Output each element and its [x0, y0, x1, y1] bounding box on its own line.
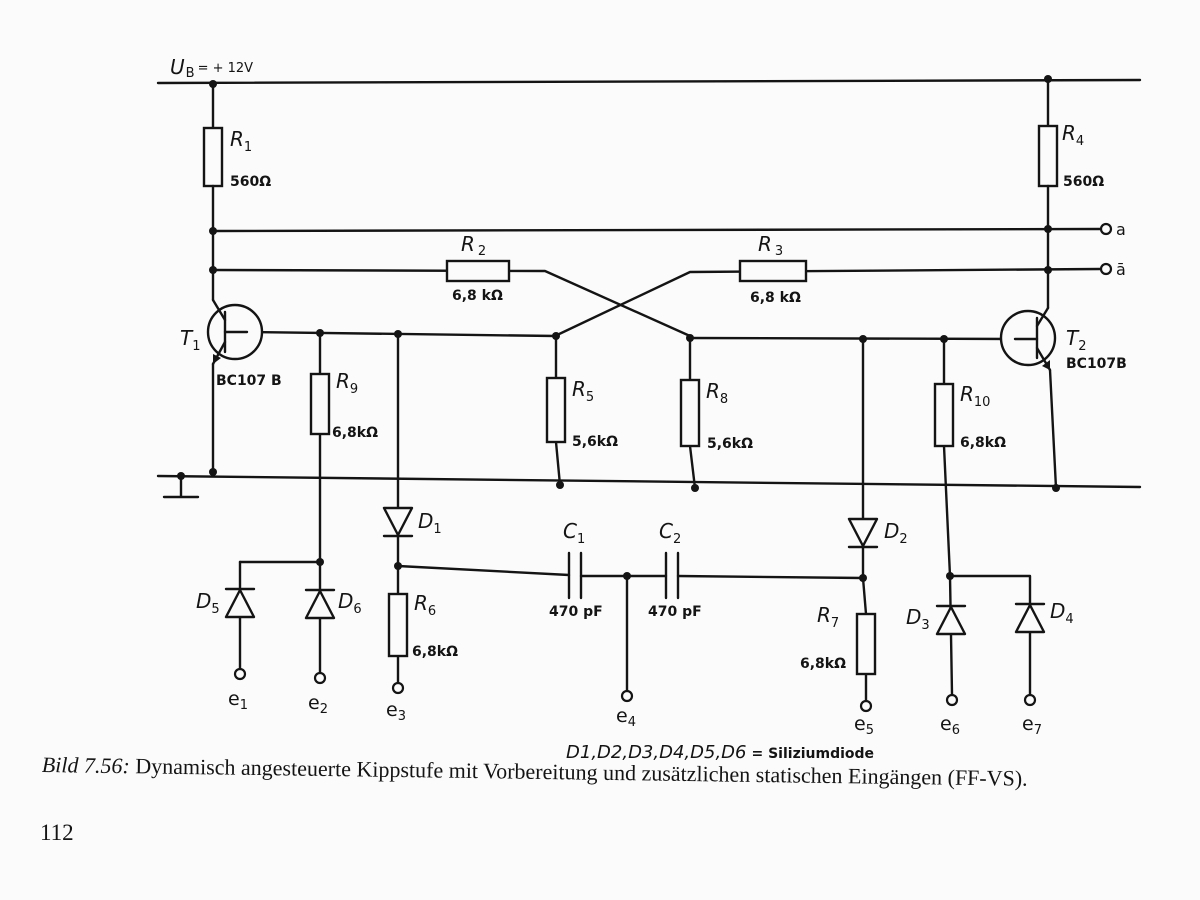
label-r7: R7 — [817, 603, 839, 631]
input-terminal-e5[interactable] — [859, 699, 873, 713]
diode-d1 — [382, 506, 414, 538]
value-r9: 6,8kΩ — [332, 425, 378, 441]
label-e2: e2 — [308, 692, 328, 717]
transistor-t1 — [206, 298, 264, 366]
type-t1: BC107 B — [216, 373, 282, 389]
diode-d6 — [304, 588, 336, 620]
value-r4: 560Ω — [1063, 174, 1104, 190]
resistor-r8 — [679, 378, 701, 448]
resistor-r9 — [309, 372, 331, 436]
label-e5: e5 — [854, 713, 874, 738]
diode-d3 — [935, 604, 967, 636]
value-r6: 6,8kΩ — [412, 644, 458, 660]
resistor-r2 — [445, 259, 511, 283]
diode-d4 — [1014, 602, 1046, 634]
label-e1: e1 — [228, 688, 248, 713]
capacitor-c2 — [664, 551, 680, 600]
label-e3: e3 — [386, 699, 406, 724]
capacitor-c1 — [567, 551, 583, 600]
diode-d5 — [224, 587, 256, 619]
input-terminal-e3[interactable] — [391, 681, 405, 695]
input-terminal-e7[interactable] — [1023, 693, 1037, 707]
input-terminal-e6[interactable] — [945, 693, 959, 707]
label-r4: R4 — [1062, 121, 1084, 149]
label-t2: T2 — [1066, 326, 1087, 354]
label-r10: R10 — [960, 382, 990, 410]
ground-rail — [156, 468, 1142, 499]
input-terminal-e2[interactable] — [313, 671, 327, 685]
value-r3: 6,8 kΩ — [750, 290, 801, 306]
page-number: 112 — [40, 820, 74, 845]
resistor-r1 — [202, 126, 224, 188]
diode-d2 — [847, 517, 879, 549]
label-d1: D1 — [418, 509, 442, 537]
resistor-r3 — [738, 259, 808, 283]
supply-rail — [156, 75, 1142, 88]
output-line-a — [209, 222, 1113, 236]
label-d6: D6 — [338, 589, 362, 617]
value-c2: 470 pF — [648, 604, 702, 620]
resistor-r5 — [545, 376, 567, 444]
value-r2: 6,8 kΩ — [452, 288, 503, 304]
value-r1: 560Ω — [230, 174, 271, 190]
label-e7: e7 — [1022, 713, 1042, 738]
label-r8: R8 — [706, 379, 728, 407]
resistor-r6 — [387, 592, 409, 658]
label-d5: D5 — [196, 589, 220, 617]
value-r5: 5,6kΩ — [572, 434, 618, 450]
label-e4: e4 — [616, 705, 636, 730]
diode-note: D1,D2,D3,D4,D5,D6= Siliziumdiode — [566, 742, 874, 763]
value-r7: 6,8kΩ — [800, 656, 846, 672]
label-d4: D4 — [1050, 599, 1074, 627]
value-c1: 470 pF — [549, 604, 603, 620]
input-terminal-e1[interactable] — [233, 667, 247, 681]
resistor-r7 — [855, 612, 877, 676]
label-d2: D2 — [884, 519, 908, 547]
output-label-a: a — [1116, 220, 1126, 239]
label-e6: e6 — [940, 713, 960, 738]
transistor-t2 — [999, 306, 1057, 372]
label-r9: R9 — [336, 369, 358, 397]
output-line-a-bar — [209, 262, 1113, 338]
resistor-r10 — [933, 382, 955, 448]
supply-label: UB= + 12V — [170, 55, 253, 81]
input-terminal-e4[interactable] — [620, 689, 634, 703]
output-label-a-bar: ā — [1116, 260, 1126, 279]
label-c2: C2 — [659, 519, 681, 547]
label-d3: D3 — [906, 605, 930, 633]
label-r1: R1 — [230, 127, 252, 155]
resistor-r4 — [1037, 124, 1059, 188]
label-r6: R6 — [414, 591, 436, 619]
label-t1: T1 — [180, 326, 201, 354]
type-t2: BC107B — [1066, 356, 1127, 372]
caption-label: Bild 7.56: — [41, 752, 130, 779]
label-c1: C1 — [563, 519, 585, 547]
base-line-right — [688, 336, 1017, 341]
value-r8: 5,6kΩ — [707, 436, 753, 452]
value-r10: 6,8kΩ — [960, 435, 1006, 451]
label-r5: R5 — [572, 377, 594, 405]
